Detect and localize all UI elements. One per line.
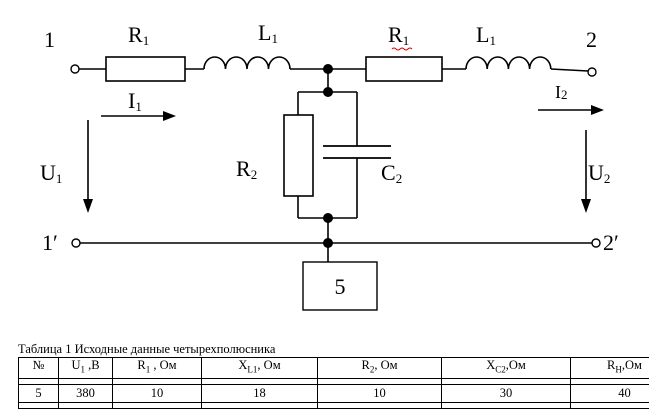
variant-box-label: 5 <box>335 274 346 299</box>
header-cell: R2, Ом <box>317 357 442 379</box>
header-cell: RН,Ом <box>570 357 649 379</box>
capacitor-c2 <box>323 145 391 159</box>
current-arrow-i2 <box>538 105 604 115</box>
resistor-r2 <box>283 114 314 197</box>
voltage-arrow-u1 <box>83 120 93 213</box>
table-header-row: № U1 ,В R1 , Ом XL1, Ом R2, Ом XC2,Ом RН… <box>18 357 649 379</box>
u2-label: U2 <box>588 160 610 186</box>
table-spacer-row <box>18 401 649 409</box>
resistor-r1-right <box>365 56 443 82</box>
table-cell: 10 <box>112 383 202 403</box>
header-cell: XC2,Ом <box>441 357 571 379</box>
table-row: 5 380 10 18 10 30 40 <box>18 383 649 403</box>
c2-label: C2 <box>381 160 402 186</box>
i1-label: I1 <box>128 88 142 114</box>
header-cell: № <box>18 357 59 379</box>
voltage-arrow-u2 <box>581 130 591 213</box>
junction-dots <box>323 64 333 248</box>
variant-box <box>302 261 378 311</box>
spellcheck-underline <box>391 47 413 51</box>
circuit-diagram: 5 1 2 1′ 2′ R1 L1 R1 L1 R2 C2 I1 I2 U1 U… <box>40 20 619 311</box>
table-cell: 5 <box>18 383 59 403</box>
i2-label: I2 <box>555 82 568 102</box>
current-arrow-i1 <box>101 111 176 121</box>
table-cell: 40 <box>570 383 649 403</box>
r2-label: R2 <box>236 156 257 182</box>
header-cell: U1 ,В <box>58 357 113 379</box>
table-cell: 10 <box>317 383 442 403</box>
terminal-2-node <box>587 67 597 77</box>
header-cell: R1 , Ом <box>112 357 202 379</box>
r1-left-label: R1 <box>128 22 149 48</box>
r1-right-label: R1 <box>388 22 409 48</box>
inductor-l1-right <box>465 56 552 70</box>
parameters-table: № U1 ,В R1 , Ом XL1, Ом R2, Ом XC2,Ом RН… <box>18 357 649 409</box>
terminal-2p-label: 2′ <box>603 230 619 255</box>
terminal-2-label: 2 <box>586 27 597 52</box>
table-cell: 18 <box>201 383 318 403</box>
resistor-r1-left <box>105 56 186 82</box>
table-cell: 380 <box>58 383 113 403</box>
terminal-1p-node <box>71 238 81 248</box>
terminal-1-node <box>70 64 80 74</box>
terminal-1p-label: 1′ <box>42 230 58 255</box>
table-caption: Таблица 1 Исходные данные четырехполюсни… <box>18 342 276 356</box>
l1-left-label: L1 <box>258 20 278 46</box>
header-cell: XL1, Ом <box>201 357 318 379</box>
u1-label: U1 <box>40 160 62 186</box>
terminal-1-label: 1 <box>44 27 55 52</box>
l1-right-label: L1 <box>476 22 496 48</box>
terminal-2p-node <box>591 238 601 248</box>
table-cell: 30 <box>441 383 571 403</box>
inductor-l1-left <box>203 56 291 70</box>
